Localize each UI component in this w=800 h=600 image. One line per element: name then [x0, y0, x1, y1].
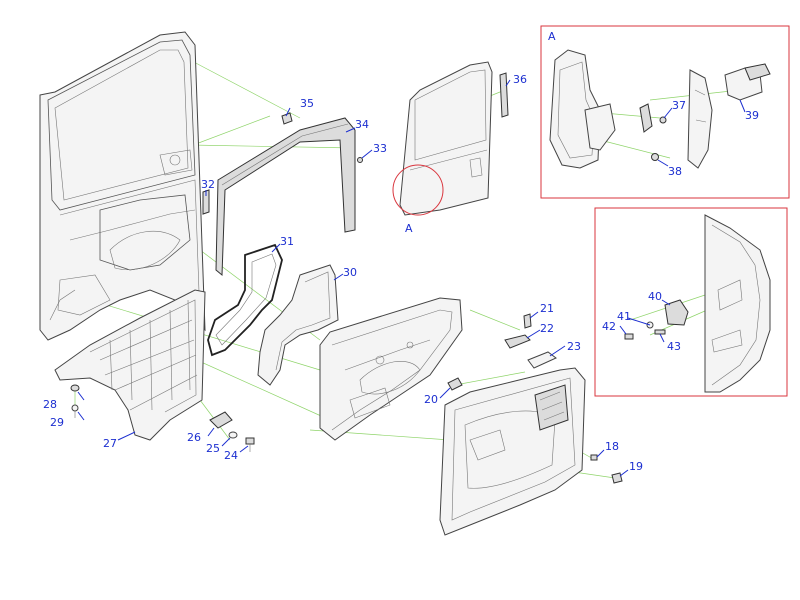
- trim-screws: [590, 454, 623, 484]
- insulation-mat: [257, 264, 339, 386]
- part-number-37: 37: [672, 99, 686, 112]
- detail-box-a: A: [540, 25, 790, 199]
- inner-door-module: [319, 297, 463, 441]
- part-number-39: 39: [745, 109, 759, 122]
- part-number-21: 21: [540, 302, 554, 315]
- detail-letter-circle: A: [405, 222, 413, 235]
- part-number-20: 20: [424, 393, 438, 406]
- part-number-22: 22: [540, 322, 554, 335]
- part-number-29: 29: [50, 416, 64, 429]
- part-number-26: 26: [187, 431, 201, 444]
- upper-fasteners: [281, 112, 363, 163]
- clip-fasteners-left: [70, 384, 80, 418]
- part-number-27: 27: [103, 437, 117, 450]
- part-number-32: 32: [201, 178, 215, 191]
- glass-run-channel: [499, 72, 509, 118]
- part-number-33: 33: [373, 142, 387, 155]
- part-number-31: 31: [280, 235, 294, 248]
- part-number-41: 41: [617, 310, 631, 323]
- lower-trim-panel: [54, 289, 206, 441]
- part-number-24: 24: [224, 449, 238, 462]
- part-number-28: 28: [43, 398, 57, 411]
- door-reference-view: A: [392, 61, 493, 235]
- door-seal-gasket: [207, 243, 283, 357]
- part-number-35: 35: [300, 97, 314, 110]
- handle-parts: [504, 313, 557, 369]
- lock-bracket: [447, 377, 463, 391]
- part-number-36: 36: [513, 73, 527, 86]
- part-number-34: 34: [355, 118, 369, 131]
- window-frame-seal: [202, 117, 356, 277]
- part-number-40: 40: [648, 290, 662, 303]
- part-number-19: 19: [629, 460, 643, 473]
- part-number-23: 23: [567, 340, 581, 353]
- part-number-42: 42: [602, 320, 616, 333]
- part-number-30: 30: [343, 266, 357, 279]
- door-trim-panel: [439, 367, 586, 536]
- part-number-43: 43: [667, 340, 681, 353]
- detail-box-hinge: [594, 207, 788, 397]
- part-number-labels: 35 34 33 32 31 30 36 37 38 39 40 41 42 4…: [43, 73, 759, 473]
- lower-fasteners: [209, 411, 255, 452]
- door-shell: [39, 31, 206, 341]
- part-number-18: 18: [605, 440, 619, 453]
- part-number-25: 25: [206, 442, 220, 455]
- callout-lines: [77, 79, 746, 477]
- detail-letter-box: A: [548, 30, 556, 43]
- part-number-38: 38: [668, 165, 682, 178]
- detail-circle-a: [392, 164, 444, 216]
